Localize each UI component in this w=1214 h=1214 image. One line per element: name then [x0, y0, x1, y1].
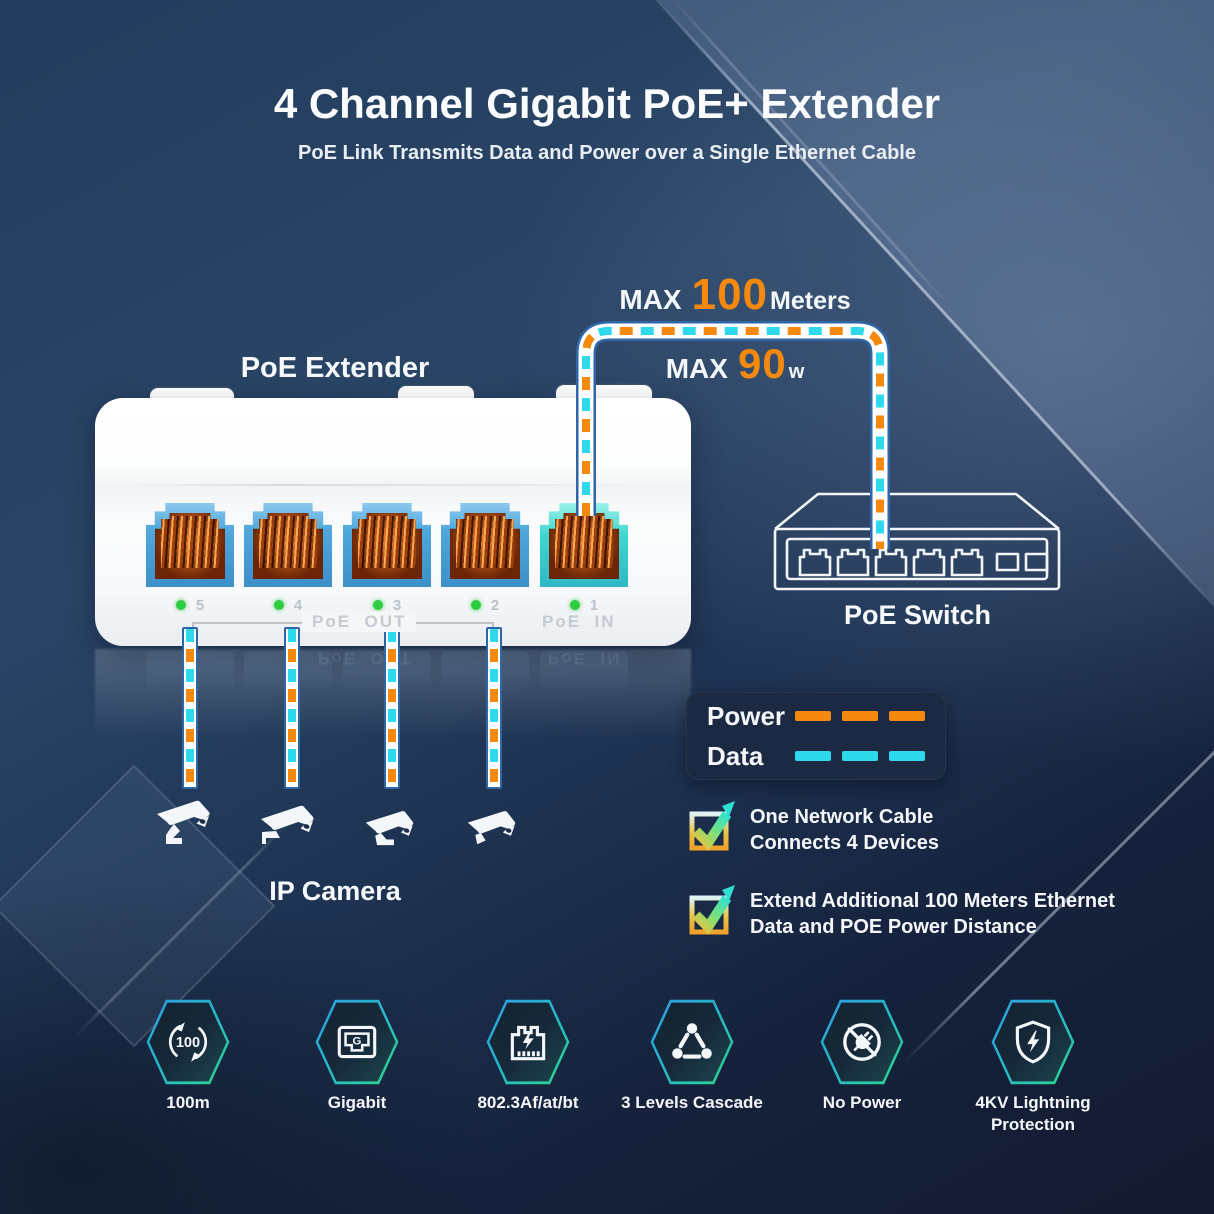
feature-item: Extend Additional 100 Meters Ethernet Da… — [686, 884, 1115, 940]
legend-data-label: Data — [707, 740, 764, 771]
port-number: 1 — [589, 596, 599, 614]
rj45-port-5 — [146, 503, 234, 587]
feature-line: One Network Cable — [750, 806, 934, 828]
distance-100m-icon: 100 — [168, 1022, 208, 1062]
feature-text: One Network Cable Connects 4 Devices — [750, 800, 939, 856]
led-icon — [372, 600, 383, 610]
port-led-row: 2 — [441, 596, 529, 614]
switch-sfp-slot — [995, 552, 1020, 572]
page-title: 4 Channel Gigabit PoE+ Extender — [273, 80, 941, 127]
max-power-label: MAX 90 w — [585, 340, 885, 388]
badge-100m: 100 — [146, 999, 230, 1085]
port-reflection — [540, 651, 628, 693]
max-power-prefix: MAX — [665, 353, 728, 384]
led-icon — [569, 600, 580, 610]
port-number: 4 — [293, 596, 303, 614]
legend-row-power: Power — [707, 701, 925, 732]
max-power-unit: w — [788, 361, 805, 383]
cctv-camera-icon — [261, 805, 314, 844]
port-pins — [253, 513, 323, 579]
no-power-icon — [843, 1023, 881, 1061]
badge-label: 4KV Lightning Protection — [975, 1093, 1091, 1134]
poe-in-label: PoE IN — [542, 612, 616, 631]
checkbox-check-icon — [689, 885, 735, 935]
led-icon — [175, 600, 186, 610]
feature-item: One Network Cable Connects 4 Devices — [686, 800, 939, 856]
led-icon — [273, 600, 284, 610]
ethernet-cable-dashed — [284, 627, 300, 789]
rj45-port-3 — [343, 503, 431, 587]
device-seam — [118, 484, 668, 486]
port-led-row: 3 — [343, 596, 431, 614]
svg-text:G: G — [353, 1036, 362, 1048]
badge-poe-standard — [486, 999, 570, 1085]
feature-line: Data and POE Power Distance — [750, 916, 1037, 938]
lightning-shield-icon — [1015, 1020, 1051, 1064]
feature-line: Connects 4 Devices — [750, 832, 939, 854]
switch-sfp-slot — [1024, 552, 1049, 572]
checkbox-check-icon — [689, 801, 735, 851]
badge-gigabit: G — [315, 999, 399, 1085]
max-distance-label: MAX 100 Meters — [575, 270, 895, 320]
poe-switch-line-art — [773, 492, 1061, 591]
cctv-camera-icon — [365, 811, 414, 846]
badge-no-power — [820, 999, 904, 1085]
bg-diagonal-line — [902, 658, 1214, 1065]
led-icon — [470, 600, 481, 610]
badge-label: No Power — [822, 1093, 902, 1112]
max-distance-prefix: MAX — [619, 284, 682, 315]
port-pins — [352, 513, 422, 579]
port-led-row: 5 — [146, 596, 234, 614]
max-power-value: 90 — [737, 340, 787, 387]
cyan-dash-swatch — [795, 751, 925, 761]
page-subtitle: PoE Link Transmits Data and Power over a… — [298, 142, 916, 164]
badge-label: Gigabit — [327, 1093, 387, 1112]
cctv-camera-icon — [467, 811, 516, 845]
port-led-row: 4 — [244, 596, 332, 614]
legend-row-data: Data — [707, 741, 925, 772]
poe-standard-icon — [510, 1025, 546, 1061]
rj45-port-2 — [441, 503, 529, 587]
orange-dash-swatch — [795, 711, 925, 721]
badge-lightning-protection — [991, 999, 1075, 1085]
switch-rj45-outline — [798, 548, 984, 577]
max-distance-value: 100 — [691, 270, 769, 319]
poe-in-reflection: PoE IN — [548, 649, 622, 668]
poe-extender-label: PoE Extender — [240, 352, 430, 384]
rj45-port-4 — [244, 503, 332, 587]
port-number: 3 — [392, 596, 402, 614]
ethernet-cable-dashed — [182, 627, 198, 789]
poe-switch-label: PoE Switch — [843, 600, 992, 630]
port-number: 5 — [195, 596, 205, 614]
badge-label: 3 Levels Cascade — [621, 1093, 763, 1112]
max-distance-unit: Meters — [770, 287, 851, 315]
port-led-row: 1 — [540, 596, 628, 614]
legend-power-label: Power — [707, 700, 786, 731]
badge-cascade — [650, 999, 734, 1085]
rj45-port-1-poe-in — [540, 503, 628, 587]
gigabit-port-icon: G — [337, 1025, 377, 1059]
cascade-network-icon — [672, 1023, 712, 1059]
legend-panel: Power Data — [686, 692, 946, 780]
poe-out-label: PoE OUT — [302, 612, 417, 632]
badge-label: 100m — [166, 1093, 210, 1112]
port-pins — [450, 513, 520, 579]
port-number: 2 — [490, 596, 500, 614]
ethernet-cable-dashed — [486, 627, 502, 789]
feature-line: Extend Additional 100 Meters Ethernet — [750, 890, 1115, 912]
cctv-camera-icon — [157, 800, 210, 844]
port-pins — [155, 513, 225, 579]
ip-camera-label: IP Camera — [269, 876, 401, 906]
svg-text:100: 100 — [176, 1035, 200, 1051]
badge-label: 802.3Af/at/bt — [477, 1093, 579, 1112]
ethernet-cable-dashed — [384, 627, 400, 789]
feature-text: Extend Additional 100 Meters Ethernet Da… — [750, 884, 1115, 940]
port-reflection — [441, 651, 529, 693]
port-pins — [549, 513, 619, 579]
